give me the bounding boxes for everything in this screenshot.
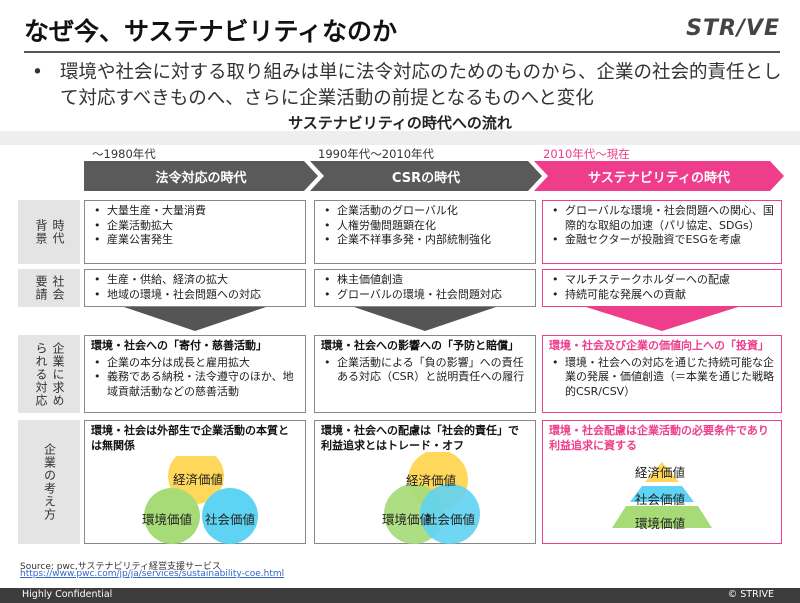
environmental-value-label: 環境価値	[635, 516, 686, 531]
era-arrow-3-shape	[534, 161, 784, 191]
row-label-demands-2: 要請	[34, 275, 48, 301]
row-label-thinking: 企業の考え方	[18, 420, 80, 544]
list-item: マルチステークホルダーへの配慮	[549, 273, 775, 288]
diagram-band	[0, 131, 800, 145]
economic-value-label: 経済価値	[406, 473, 457, 488]
strive-logo: STR/VE	[686, 16, 780, 41]
page-title: なぜ今、サステナビリティなのか	[24, 17, 398, 46]
era-name-3: サステナビリティの時代	[588, 170, 730, 186]
list-item: グローバルの環境・社会問題対応	[321, 288, 529, 303]
list-item: 環境・社会への対応を通じた持続可能な企業の発展・価値創造（＝本業を通じた戦略的C…	[549, 356, 775, 400]
list-item: 企業の本分は成長と雇用拡大	[91, 356, 299, 371]
source-link[interactable]: https://www.pwc.com/jp/ja/services/susta…	[20, 569, 285, 579]
list-item: 持続可能な発展への貢献	[549, 288, 775, 303]
social-value-layer	[630, 486, 694, 502]
social-value-label: 社会価値	[205, 512, 256, 527]
background-cell-2: 企業活動のグローバル化 人権労働問題顕在化 企業不祥事多発・内部統制強化	[314, 200, 536, 264]
intro-bullet: • 環境や社会に対する取り組みは単に法令対応のためのものから、企業の社会的責任と…	[32, 60, 782, 112]
title-divider	[24, 51, 780, 53]
economic-value-label: 経済価値	[173, 472, 224, 487]
responses-cell-3: 環境・社会及び企業の価値向上への「投資」 環境・社会への対応を通じた持続可能な企…	[542, 335, 782, 413]
era-arrow-3: サステナビリティの時代	[534, 161, 784, 191]
list-item: 企業活動のグローバル化	[321, 204, 529, 219]
era-name-1: 法令対応の時代	[155, 170, 247, 186]
background-cell-1: 大量生産・大量消費 企業活動拡大 産業公害発生	[84, 200, 306, 264]
list-item: 大量生産・大量消費	[91, 204, 299, 219]
row-label-demands-1: 社会	[51, 275, 65, 301]
social-value-circle	[202, 488, 258, 544]
footer-bar: Highly Confidential © STRIVE	[0, 588, 800, 603]
chevron-down-icon	[124, 307, 266, 331]
list-item: 人権労働問題顕在化	[321, 219, 529, 234]
chevron-down-icon	[586, 307, 738, 331]
thinking-heading-1: 環境・社会は外部生で企業活動の本質とは無関係	[91, 424, 289, 452]
era-period-2: 1990年代～2010年代	[318, 147, 435, 161]
thinking-heading-3: 環境・社会配慮は企業活動の必要条件であり利益追求に資する	[549, 424, 769, 452]
row-label-responses: 企業に求め られる対応	[18, 335, 80, 413]
era-arrow-2-shape	[310, 161, 542, 191]
list-item: 株主価値創造	[321, 273, 529, 288]
era-arrow-2: CSRの時代	[310, 161, 542, 191]
row-label-responses-1: 企業に求め	[51, 341, 65, 407]
row-label-demands: 社会 要請	[18, 269, 80, 307]
row-label-background: 時代 背景	[18, 200, 80, 264]
list-item: 企業不祥事多発・内部統制強化	[321, 233, 529, 248]
responses-cell-2: 環境・社会への影響への「予防と賠償」 企業活動による「負の影響」への責任ある対応…	[314, 335, 536, 413]
copyright-label: © STRIVE	[727, 589, 774, 600]
list-item: 企業活動拡大	[91, 219, 299, 234]
row-label-background-1: 時代	[51, 219, 65, 245]
response-heading-2: 環境・社会への影響への「予防と賠償」	[321, 339, 519, 352]
row-label-background-2: 背景	[34, 219, 48, 245]
response-heading-1: 環境・社会への「寄付・慈善活動」	[91, 339, 267, 352]
list-item: グローバルな環境・社会問題への関心、国際的な取組の加速（パリ協定、SDGs）	[549, 204, 775, 233]
environmental-value-circle	[144, 488, 200, 544]
values-separate-diagram	[144, 456, 258, 544]
list-item: 生産・供給、経済の拡大	[91, 273, 299, 288]
response-heading-3: 環境・社会及び企業の価値向上への「投資」	[549, 339, 769, 352]
background-cell-3: グローバルな環境・社会問題への関心、国際的な取組の加速（パリ協定、SDGs） 金…	[542, 200, 782, 264]
era-arrow-1-shape	[84, 161, 318, 191]
demands-cell-3: マルチステークホルダーへの配慮 持続可能な発展への貢献	[542, 269, 782, 307]
chevron-down-icon	[354, 307, 496, 331]
social-value-label: 社会価値	[425, 512, 476, 527]
economic-value-label: 経済価値	[635, 465, 686, 480]
list-item: 産業公害発生	[91, 233, 299, 248]
social-value-label: 社会価値	[635, 492, 686, 507]
environmental-value-label: 環境価値	[142, 512, 193, 527]
source-note: Source: pwc,サステナビリティ経営支援サービス	[20, 562, 221, 572]
values-pyramid-diagram	[612, 462, 712, 528]
list-item: 企業活動による「負の影響」への責任ある対応（CSR）と説明責任への履行	[321, 356, 529, 385]
row-label-responses-2: られる対応	[34, 341, 48, 407]
responses-cell-1: 環境・社会への「寄付・慈善活動」 企業の本分は成長と雇用拡大 義務である納税・法…	[84, 335, 306, 413]
thinking-heading-2: 環境・社会への配慮は「社会的責任」で利益追求とはトレード・オフ	[321, 424, 519, 452]
row-label-thinking-1: 企業の考え方	[42, 443, 57, 521]
demands-cell-1: 生産・供給、経済の拡大 地域の環境・社会問題への対応	[84, 269, 306, 307]
era-period-1: ～1980年代	[92, 147, 156, 161]
bullet-marker: •	[32, 62, 43, 83]
list-item: 義務である納税・法令遵守のほか、地域貢献活動などの慈善活動	[91, 370, 299, 399]
environmental-value-layer	[612, 506, 712, 528]
diagram-title: サステナビリティの時代への流れ	[288, 114, 512, 132]
era-period-3: 2010年代～現在	[543, 147, 630, 161]
environmental-value-label: 環境価値	[382, 512, 433, 527]
list-item: 金融セクターが投融資でESGを考慮	[549, 233, 775, 248]
confidential-label: Highly Confidential	[22, 589, 113, 600]
economic-value-layer	[645, 462, 679, 482]
social-value-circle	[420, 484, 480, 544]
demands-cell-2: 株主価値創造 グローバルの環境・社会問題対応	[314, 269, 536, 307]
list-item: 地域の環境・社会問題への対応	[91, 288, 299, 303]
era-arrow-1: 法令対応の時代	[84, 161, 318, 191]
intro-text: 環境や社会に対する取り組みは単に法令対応のためのものから、企業の社会的責任として…	[60, 62, 782, 109]
values-tradeoff-diagram	[384, 452, 480, 544]
era-name-2: CSRの時代	[391, 170, 461, 186]
